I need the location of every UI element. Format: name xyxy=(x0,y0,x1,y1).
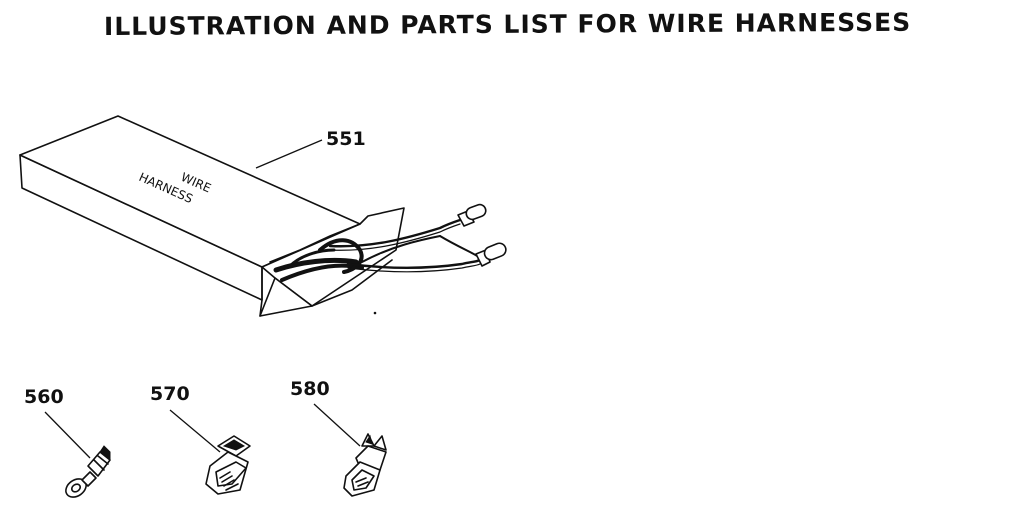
wire-harness-package-icon: WIRE HARNESS xyxy=(19,115,507,317)
ring-terminal-icon xyxy=(65,445,111,498)
callout-551: 551 xyxy=(326,128,366,150)
leader-560 xyxy=(44,411,91,459)
leader-551 xyxy=(255,139,323,169)
leader-580 xyxy=(313,403,361,447)
flag-terminal-icon xyxy=(205,435,251,495)
leader-570 xyxy=(169,409,221,453)
callout-570: 570 xyxy=(150,383,190,405)
callout-560: 560 xyxy=(24,386,64,408)
callout-580: 580 xyxy=(290,378,330,400)
quick-disconnect-terminal-icon xyxy=(343,433,387,497)
scan-dot xyxy=(373,311,377,315)
